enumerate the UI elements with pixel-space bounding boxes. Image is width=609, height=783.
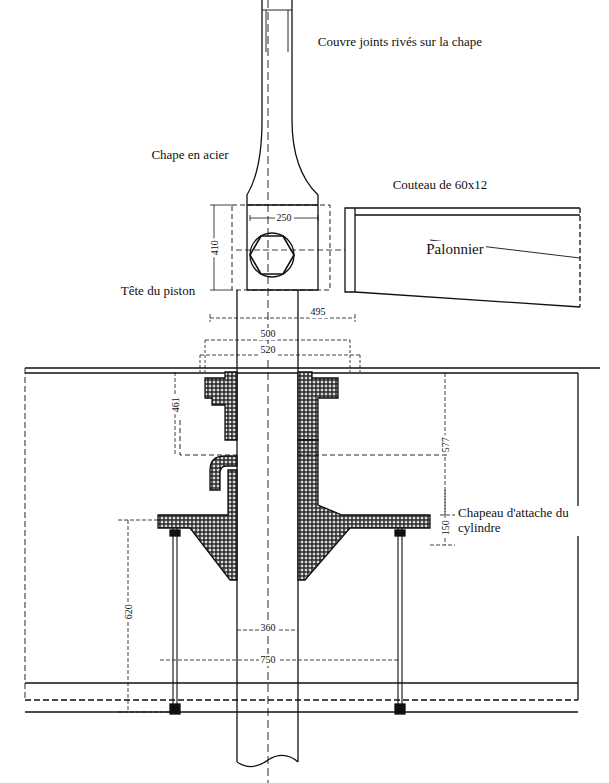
dimension: 360 (259, 622, 278, 634)
dimension: 620 (122, 603, 134, 622)
dimension: 250 (275, 212, 294, 224)
dimension: 750 (259, 654, 278, 666)
dimension: 410 (208, 239, 220, 258)
dimension: 500 (259, 328, 278, 340)
dimension: 150 (439, 519, 451, 538)
dimension: 461 (169, 396, 181, 415)
part-label: Tête du piston (119, 284, 197, 299)
dimension: 495 (309, 306, 328, 318)
part-label: Palonnier (424, 241, 486, 258)
dimension: 577 (439, 436, 451, 455)
part-label: Couvre joints rivés sur la chape (316, 35, 484, 50)
part-label: Chapeau d'attache du cylindre (456, 506, 588, 536)
dimension: 520 (259, 344, 278, 356)
part-label: Couteau de 60x12 (391, 178, 490, 193)
part-label: Chape en acier (149, 148, 230, 163)
